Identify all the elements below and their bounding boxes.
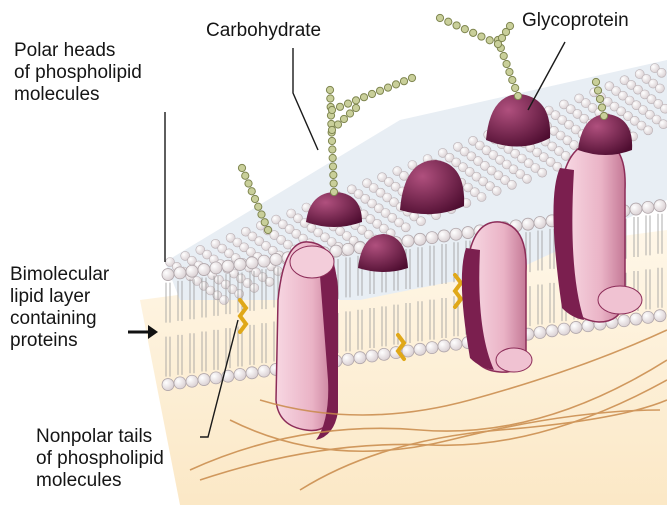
label-nonpolar-tails: Nonpolar tails of phospholipid molecules bbox=[36, 426, 164, 492]
label-bimolecular-line1: Bimolecular bbox=[10, 264, 109, 286]
label-polar-heads-line1: Polar heads bbox=[14, 40, 142, 62]
label-nonpolar-tails-line2: of phospholipid bbox=[36, 448, 164, 470]
label-nonpolar-tails-line1: Nonpolar tails bbox=[36, 426, 164, 448]
label-glycoprotein: Glycoprotein bbox=[522, 10, 629, 32]
label-bimolecular-line4: proteins bbox=[10, 330, 109, 352]
label-bimolecular: Bimolecular lipid layer containing prote… bbox=[10, 264, 109, 352]
label-polar-heads-line2: of phospholipid bbox=[14, 62, 142, 84]
transmembrane-protein bbox=[462, 222, 532, 372]
label-polar-heads: Polar heads of phospholipid molecules bbox=[14, 40, 142, 106]
label-nonpolar-tails-line3: molecules bbox=[36, 470, 164, 492]
label-bimolecular-line2: lipid layer bbox=[10, 286, 109, 308]
label-carbohydrate: Carbohydrate bbox=[206, 20, 321, 42]
label-bimolecular-line3: containing bbox=[10, 308, 109, 330]
label-polar-heads-line3: molecules bbox=[14, 84, 142, 106]
